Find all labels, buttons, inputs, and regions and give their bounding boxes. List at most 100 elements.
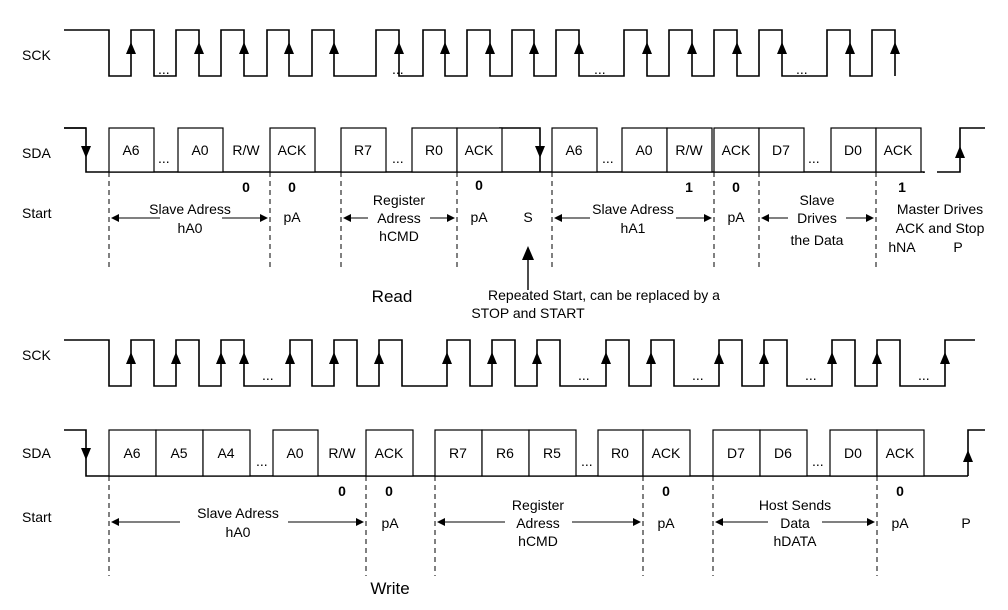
read-register-value: hCMD <box>379 228 419 244</box>
read-sck-ellipsis-3: ... <box>594 61 606 77</box>
write-bit: ACK <box>886 445 915 461</box>
read-bit: ACK <box>884 142 913 158</box>
read-sda-bits: A6 ... A0 R/W ACK R7 ... R0 ACK A6 ... A… <box>108 127 922 173</box>
read-bit: A6 <box>122 142 139 158</box>
read-stop-arrow <box>955 146 965 158</box>
write-bit: ACK <box>375 445 404 461</box>
write-value: 0 <box>338 483 346 499</box>
read-slave-drives-2: Drives <box>797 210 837 226</box>
write-pa-2: pA <box>657 515 675 531</box>
write-sequence: SCK ... ... ... ... ... SDA <box>22 339 985 598</box>
read-register-label-1: Register <box>373 192 425 208</box>
read-pa-2: pA <box>470 209 488 225</box>
write-bit: R6 <box>496 445 514 461</box>
write-value: 0 <box>385 483 393 499</box>
repeated-start-pointer-head <box>522 246 534 260</box>
read-value: 1 <box>685 179 693 195</box>
read-bit: A0 <box>191 142 208 158</box>
write-bit: ACK <box>652 445 681 461</box>
read-pa-1: pA <box>283 209 301 225</box>
read-bit: ACK <box>278 142 307 158</box>
read-slave-addr-value: hA0 <box>178 220 203 236</box>
write-register-label-1: Register <box>512 497 564 513</box>
read-sck-label: SCK <box>22 47 51 63</box>
write-sda-label: SDA <box>22 445 51 461</box>
write-bit: R0 <box>611 445 629 461</box>
write-register-label-2: Adress <box>516 515 560 531</box>
write-p: P <box>961 515 970 531</box>
read-value: 0 <box>288 179 296 195</box>
read-bit: R/W <box>232 142 260 158</box>
write-sda-ellipsis-2: ... <box>581 453 593 469</box>
read-sda-ellipsis-1: ... <box>158 150 170 166</box>
write-sck-ellipsis-4: ... <box>805 367 817 383</box>
write-slave-addr-label: Slave Adress <box>197 505 279 521</box>
write-bit: A5 <box>170 445 187 461</box>
read-sck-arrows <box>126 42 900 54</box>
read-register-label-2: Adress <box>377 210 421 226</box>
write-sck-ellipsis-1: ... <box>262 367 274 383</box>
read-start-label: Start <box>22 205 52 221</box>
read-sequence: SCK ... ... ... ... SDA <box>22 29 985 321</box>
read-bit: R/W <box>675 142 703 158</box>
write-sck-ellipsis-5: ... <box>918 367 930 383</box>
read-sda-ellipsis-2: ... <box>392 150 404 166</box>
write-bit: A4 <box>217 445 234 461</box>
read-title: Read <box>372 287 413 306</box>
write-host-sends-3: hDATA <box>773 533 817 549</box>
write-bit: R5 <box>543 445 561 461</box>
read-start-arrow <box>81 146 91 158</box>
write-value: 0 <box>662 483 670 499</box>
read-bit: R7 <box>354 142 372 158</box>
read-slave-addr-label: Slave Adress <box>149 201 231 217</box>
repeated-start-note-1: Repeated Start, can be replaced by a <box>488 287 720 303</box>
write-sck-ellipsis-2: ... <box>578 367 590 383</box>
write-value: 0 <box>896 483 904 499</box>
write-sda-ellipsis-3: ... <box>812 453 824 469</box>
read-value: 0 <box>475 177 483 193</box>
write-sck-ellipsis-3: ... <box>692 367 704 383</box>
read-bit: D7 <box>772 142 790 158</box>
write-guides <box>108 476 878 576</box>
read-sck-ellipsis-1: ... <box>158 61 170 77</box>
write-register-value: hCMD <box>518 533 558 549</box>
write-bit: D6 <box>774 445 792 461</box>
read-sck-ellipsis-4: ... <box>796 61 808 77</box>
read-repeated-start-arrow <box>535 146 545 158</box>
write-bit: A0 <box>286 445 303 461</box>
write-slave-addr-value: hA0 <box>226 524 251 540</box>
write-bit: D7 <box>727 445 745 461</box>
read-sda-label: SDA <box>22 145 51 161</box>
write-sck-arrows <box>126 352 950 364</box>
write-sda-ellipsis-1: ... <box>256 453 268 469</box>
read-sck-ellipsis-2: ... <box>392 61 404 77</box>
write-host-sends-1: Host Sends <box>759 497 831 513</box>
write-sck-label: SCK <box>22 347 51 363</box>
read-bit: A0 <box>635 142 652 158</box>
read-slave-drives-1: Slave <box>799 192 834 208</box>
repeated-start-note-2: STOP and START <box>471 305 585 321</box>
read-value: 1 <box>898 179 906 195</box>
write-start-label: Start <box>22 509 52 525</box>
write-sck-waveform <box>64 339 975 387</box>
write-host-sends-2: Data <box>780 515 810 531</box>
write-title: Write <box>370 579 409 598</box>
write-bit: R7 <box>449 445 467 461</box>
read-hna: hNA <box>888 239 916 255</box>
read-bit: ACK <box>465 142 494 158</box>
write-pa-3: pA <box>891 515 909 531</box>
read-value: 0 <box>242 179 250 195</box>
read-sck-waveform <box>64 29 896 77</box>
read-master-drives-2: ACK and Stop <box>896 220 985 236</box>
read-slave-addr-2-value: hA1 <box>621 220 646 236</box>
read-sda-ellipsis-4: ... <box>808 150 820 166</box>
write-pa-1: pA <box>381 515 399 531</box>
read-bit: A6 <box>565 142 582 158</box>
write-bit: D0 <box>844 445 862 461</box>
read-master-drives-1: Master Drives <box>897 201 983 217</box>
read-sda-ellipsis-3: ... <box>602 150 614 166</box>
write-bit: R/W <box>328 445 356 461</box>
read-guides <box>108 172 877 270</box>
read-bit: D0 <box>844 142 862 158</box>
